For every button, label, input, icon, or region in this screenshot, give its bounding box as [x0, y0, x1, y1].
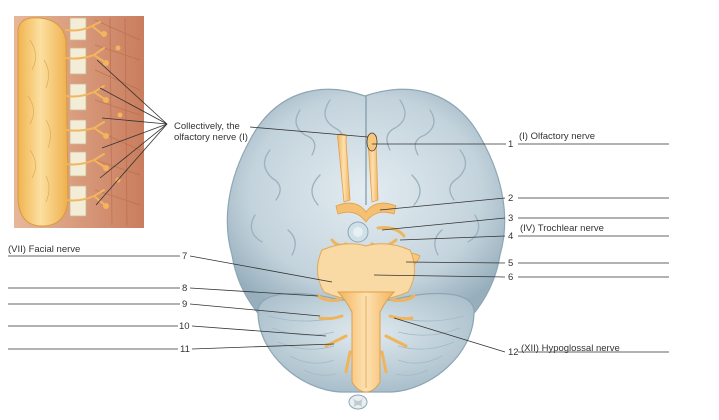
number-3: 3 [508, 213, 514, 224]
number-7: 7 [182, 251, 188, 262]
number-1: 1 [508, 139, 514, 150]
number-12: 12 [508, 347, 519, 358]
label-hypoglossal-nerve: (XII) Hypoglossal nerve [521, 343, 620, 354]
number-2: 2 [508, 193, 514, 204]
olfactory-epithelium-inset [14, 16, 144, 228]
label-olfactory-nerve: (I) Olfactory nerve [519, 131, 596, 142]
number-9: 9 [182, 299, 188, 310]
number-8: 8 [182, 283, 188, 294]
number-6: 6 [508, 272, 514, 283]
number-10: 10 [179, 321, 190, 332]
number-11: 11 [180, 344, 190, 355]
label-trochlear-nerve: (IV) Trochlear nerve [520, 223, 604, 234]
callout-line-2: olfactory nerve (I) [174, 132, 248, 143]
number-5: 5 [508, 258, 514, 269]
brain-inferior-view [226, 88, 506, 410]
number-4: 4 [508, 231, 514, 242]
leader-lines [8, 126, 669, 353]
label-facial-nerve: (VII) Facial nerve [8, 244, 81, 255]
callout-line-1: Collectively, the [174, 121, 240, 132]
